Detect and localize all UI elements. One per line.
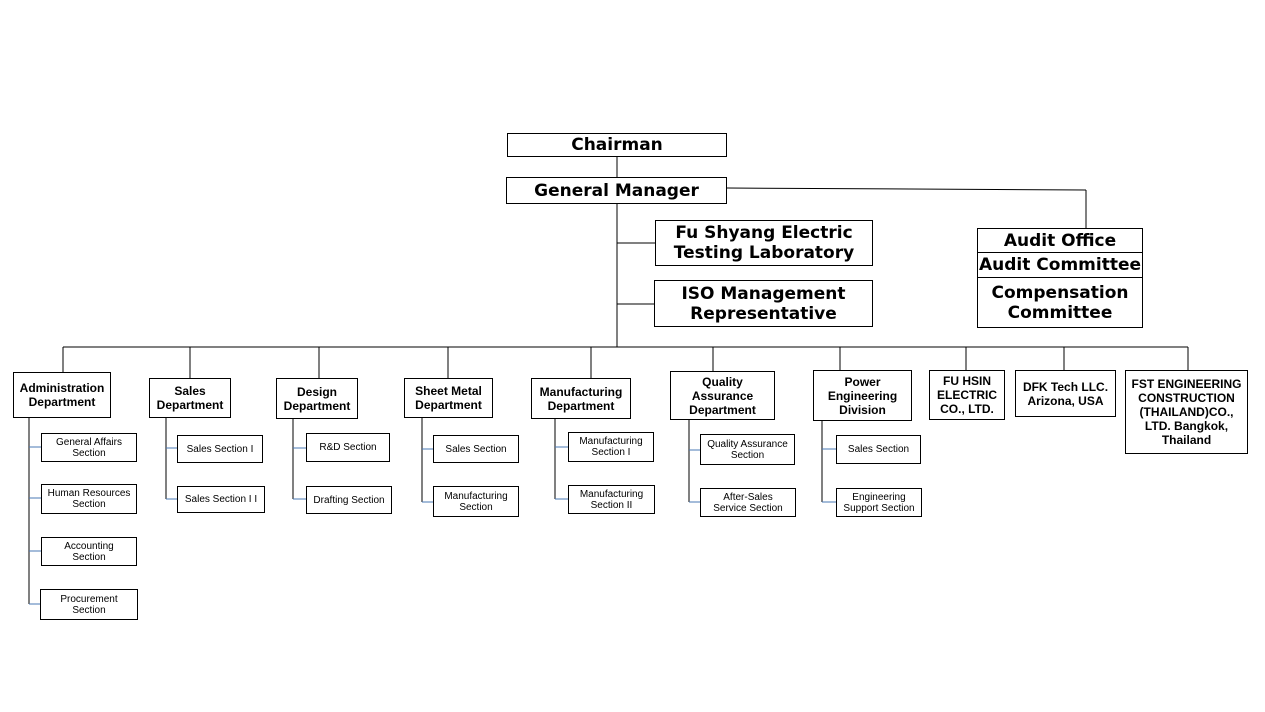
department-label: Design Department (283, 384, 351, 413)
audit-office-label: Audit Office (1003, 230, 1117, 251)
iso-representative-label: ISO Management Representative (681, 283, 846, 324)
section-label: Sales Section (847, 444, 910, 455)
section-label: Sales Section I I (184, 494, 258, 505)
section-box: Manufacturing Section I (568, 432, 654, 462)
administration-department-box: Administration Department (13, 372, 111, 418)
section-box: Engineering Support Section (836, 488, 922, 517)
section-box: R&D Section (306, 433, 390, 462)
section-box: Sales Section (433, 435, 519, 463)
section-box: Manufacturing Section II (568, 485, 655, 514)
department-label: Power Engineering Division (827, 374, 898, 417)
general-manager-label: General Manager (534, 180, 699, 201)
design-department-box: Design Department (276, 378, 358, 419)
section-label: Drafting Section (313, 494, 385, 506)
department-label: Quality Assurance Department (689, 374, 756, 417)
section-label: Manufacturing Section (444, 490, 508, 513)
department-label: Administration Department (19, 381, 105, 409)
audit-committee-label: Audit Committee (978, 255, 1142, 275)
fst-engineering-box: FST ENGINEERING CONSTRUCTION (THAILAND)C… (1125, 370, 1248, 454)
fu-hsin-electric-box: FU HSIN ELECTRIC CO., LTD. (929, 370, 1005, 420)
sheet-metal-department-box: Sheet Metal Department (404, 378, 493, 418)
audit-office-box: Audit Office (977, 228, 1143, 253)
section-label: General Affairs Section (56, 436, 122, 459)
compensation-committee-label: Compensation Committee (991, 282, 1129, 323)
department-label: Sheet Metal Department (415, 384, 482, 412)
section-label: Manufacturing Section I (579, 436, 643, 458)
quality-assurance-department-box: Quality Assurance Department (670, 371, 775, 420)
section-box: Procurement Section (40, 589, 138, 620)
section-box: Sales Section I I (177, 486, 265, 513)
section-box: Human Resources Section (41, 484, 137, 514)
manufacturing-department-box: Manufacturing Department (531, 378, 631, 419)
subsidiary-label: DFK Tech LLC. Arizona, USA (1022, 379, 1109, 408)
power-engineering-division-box: Power Engineering Division (813, 370, 912, 421)
testing-laboratory-box: Fu Shyang Electric Testing Laboratory (655, 220, 873, 266)
section-label: Human Resources Section (47, 488, 131, 510)
section-box: Accounting Section (41, 537, 137, 566)
department-label: Manufacturing Department (539, 384, 623, 413)
subsidiary-label: FST ENGINEERING CONSTRUCTION (THAILAND)C… (1131, 377, 1242, 447)
iso-representative-box: ISO Management Representative (654, 280, 873, 327)
section-label: After-Sales Service Section (713, 491, 783, 514)
section-box: Drafting Section (306, 486, 392, 514)
section-label: Engineering Support Section (843, 491, 915, 514)
section-box: Sales Section I (177, 435, 263, 463)
compensation-committee-box: Compensation Committee (977, 277, 1143, 328)
section-label: R&D Section (319, 442, 377, 453)
section-box: Sales Section (836, 435, 921, 464)
section-label: Accounting Section (64, 540, 114, 563)
section-label: Quality Assurance Section (707, 438, 788, 461)
testing-laboratory-label: Fu Shyang Electric Testing Laboratory (673, 223, 855, 263)
chairman-box: Chairman (507, 133, 727, 157)
subsidiary-label: FU HSIN ELECTRIC CO., LTD. (937, 374, 997, 416)
section-label: Manufacturing Section II (579, 488, 644, 511)
chairman-label: Chairman (571, 135, 663, 155)
audit-committee-box: Audit Committee (977, 252, 1143, 278)
section-box: Manufacturing Section (433, 486, 519, 517)
section-box: General Affairs Section (41, 433, 137, 462)
department-label: Sales Department (156, 384, 224, 412)
section-box: After-Sales Service Section (700, 488, 796, 517)
dfk-tech-box: DFK Tech LLC. Arizona, USA (1015, 370, 1116, 417)
section-label: Sales Section (445, 443, 507, 455)
sales-department-box: Sales Department (149, 378, 231, 418)
section-label: Procurement Section (60, 593, 118, 616)
general-manager-box: General Manager (506, 177, 727, 204)
section-label: Sales Section I (186, 443, 254, 455)
section-box: Quality Assurance Section (700, 434, 795, 465)
